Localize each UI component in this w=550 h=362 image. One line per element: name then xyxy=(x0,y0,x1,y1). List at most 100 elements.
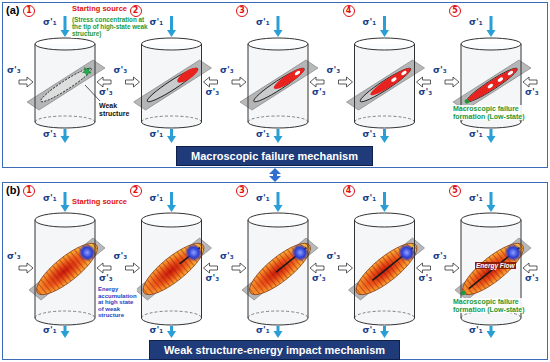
cylinder-top xyxy=(248,38,308,50)
confining-arrow xyxy=(310,263,324,273)
stress-arrow xyxy=(487,136,496,143)
stress-arrow xyxy=(170,129,173,137)
energy-outline xyxy=(349,236,423,302)
stress-label: σ'₃ xyxy=(114,66,128,76)
specimen-cylinder xyxy=(445,16,537,143)
cylinder-outline xyxy=(142,44,202,128)
energy-outline xyxy=(30,236,104,302)
stress-label: σ'₃ xyxy=(114,252,128,262)
specimen-cylinder xyxy=(232,16,324,143)
cylinder-back-edge xyxy=(248,116,308,122)
stress-arrow xyxy=(380,205,389,212)
stress-label: σ'₃ xyxy=(419,88,433,98)
annotation-text: Macroscopic failure formation (Low-state… xyxy=(452,298,546,313)
stress-label: σ'₁ xyxy=(469,18,483,28)
stress-arrow xyxy=(490,129,493,137)
energy-zone xyxy=(349,235,424,303)
stress-arrow xyxy=(490,192,493,206)
damage-zone xyxy=(175,65,200,85)
confining-arrow xyxy=(232,77,246,87)
stress-label: σ'₁ xyxy=(256,326,270,336)
energy-zone xyxy=(136,235,211,303)
cylinder-body xyxy=(142,44,202,128)
energy-field xyxy=(456,236,530,302)
callout-number: 3 xyxy=(236,5,248,17)
stress-arrow xyxy=(167,205,176,212)
banner-text: Weak structure-energy impact mechanism xyxy=(164,344,385,356)
stress-arrow xyxy=(274,331,283,338)
weak-structure-outline xyxy=(464,65,519,105)
stress-label: σ'₁ xyxy=(363,130,377,140)
energy-field xyxy=(349,236,423,302)
failure-plane xyxy=(134,60,212,110)
confining-arrow xyxy=(204,77,218,87)
stress-arrow xyxy=(61,331,70,338)
failure-point xyxy=(464,98,470,104)
cylinder-back-edge xyxy=(355,116,415,122)
stress-label: σ'₁ xyxy=(150,194,164,204)
cylinder-outline xyxy=(355,220,415,325)
energy-zone xyxy=(242,235,317,303)
stress-arrow xyxy=(274,205,283,212)
annotation-text: Macroscopic failure formation (Low-state… xyxy=(452,105,546,120)
confining-arrow xyxy=(445,77,459,87)
confining-arrow xyxy=(310,77,324,87)
specimen-cylinder xyxy=(445,192,537,338)
damage-zone xyxy=(368,65,413,98)
confining-arrow xyxy=(417,77,431,87)
energy-stripes xyxy=(137,236,209,302)
damage-spot xyxy=(401,70,408,76)
stress-label: σ'₁ xyxy=(469,194,483,204)
callout-number: 1 xyxy=(23,185,35,197)
stress-arrow xyxy=(383,192,386,206)
stress-arrow xyxy=(64,129,67,137)
leader-line xyxy=(85,85,100,101)
stress-arrow xyxy=(61,136,70,143)
stress-label: σ'₁ xyxy=(363,18,377,28)
cylinder-top xyxy=(461,213,521,227)
stress-arrow xyxy=(383,129,386,137)
damage-spot xyxy=(507,70,514,76)
stress-label: σ'₁ xyxy=(150,326,164,336)
weak-structure-outline xyxy=(358,65,413,105)
cylinder-outline xyxy=(248,220,308,325)
annotation-text: Weak structure xyxy=(98,102,134,117)
double-arrow xyxy=(269,168,281,182)
stress-label: σ'₃ xyxy=(220,252,234,262)
annotation-text: Starting source xyxy=(71,198,128,206)
stress-arrow xyxy=(380,331,389,338)
callout-number: 5 xyxy=(449,185,461,197)
stress-label: σ'₁ xyxy=(43,326,57,336)
cylinder-top xyxy=(355,213,415,227)
weak-structure xyxy=(463,65,520,106)
damage-zone xyxy=(272,65,307,92)
confining-arrow xyxy=(126,263,140,273)
damage-spot xyxy=(390,77,397,83)
callout-number: 4 xyxy=(343,5,355,17)
stress-label: σ'₁ xyxy=(150,130,164,140)
damage-spot xyxy=(497,77,504,83)
stress-label: σ'₃ xyxy=(312,88,326,98)
stress-label: σ'₃ xyxy=(327,252,341,262)
stress-label: σ'₃ xyxy=(220,66,234,76)
cylinder-outline xyxy=(248,44,308,128)
stress-arrow xyxy=(170,192,173,206)
confining-arrow xyxy=(204,263,218,273)
energy-field xyxy=(243,236,317,302)
stress-label: σ'₁ xyxy=(43,194,57,204)
weak-structure-outline xyxy=(145,65,200,105)
confining-arrow xyxy=(523,77,537,87)
starting-source-star xyxy=(81,65,93,76)
energy-outline xyxy=(456,236,530,302)
confining-arrow xyxy=(126,77,140,87)
confining-arrow xyxy=(19,77,33,87)
confining-arrow xyxy=(19,263,33,273)
annotation-text: (Stress concentration at the tip of high… xyxy=(71,17,149,38)
stress-arrow xyxy=(380,136,389,143)
stress-label: σ'₃ xyxy=(206,88,220,98)
confining-arrow xyxy=(97,263,111,273)
energy-outline xyxy=(136,236,210,302)
stress-label: σ'₁ xyxy=(150,18,164,28)
confining-arrow xyxy=(97,77,111,87)
cylinder-back-edge xyxy=(142,116,202,122)
